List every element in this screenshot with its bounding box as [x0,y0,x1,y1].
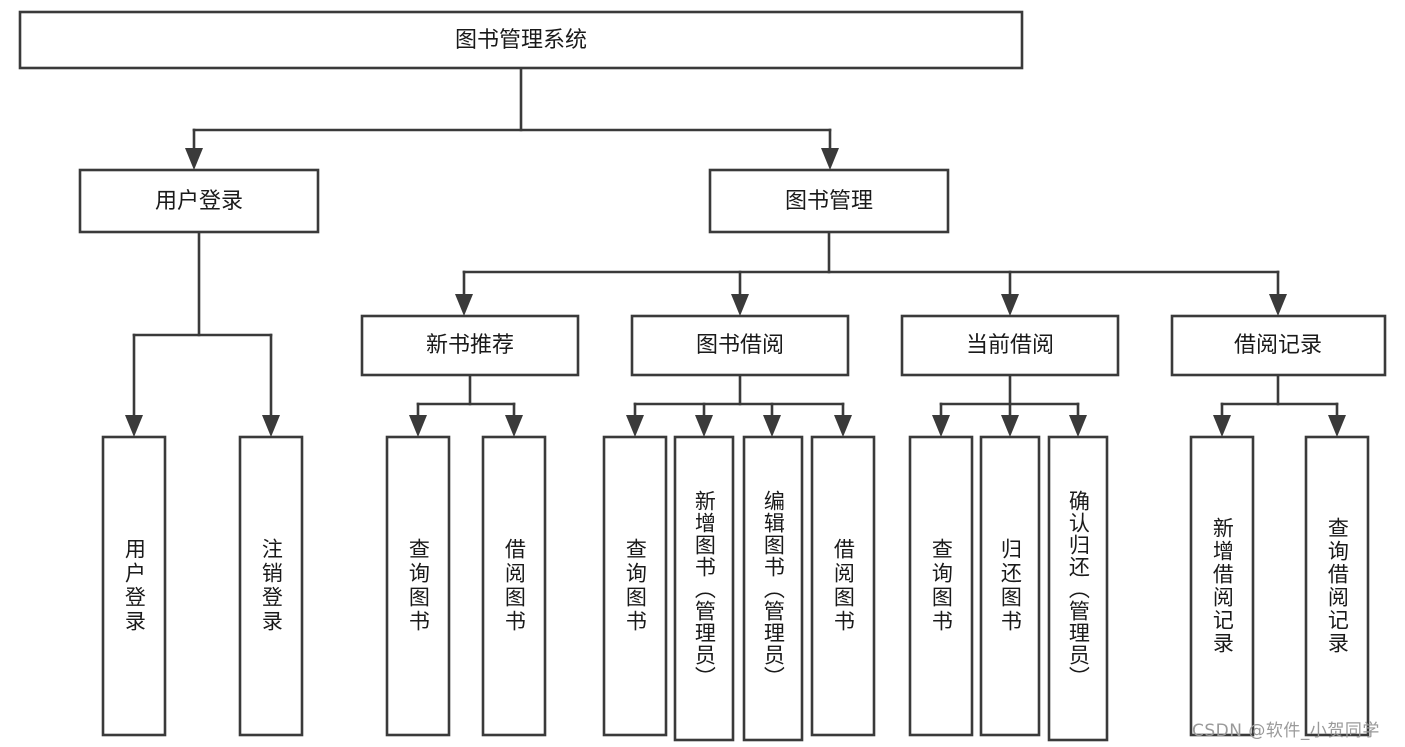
node-root-book-management-system[interactable] [18,10,1024,70]
node-book-manage-label: 图书管理 [785,189,873,214]
node-user-login-label: 用户登录 [155,189,243,214]
arrow-to-leaf-return-book [1001,415,1019,437]
node-user-login[interactable] [78,168,320,234]
connector-user-login-to-leaves [132,230,273,419]
node-root-label: 图书管理系统 [455,28,587,53]
node-leaf-borrow-book-1[interactable] [481,435,547,737]
node-leaf-query-book-1[interactable] [385,435,451,737]
node-leaf-user-login[interactable] [101,435,167,737]
arrow-to-leaf-query-book-1 [409,415,427,437]
arrow-to-book-manage [821,148,839,170]
node-leaf-add-record[interactable] [1189,435,1255,737]
node-leaf-logout-login[interactable] [238,435,304,737]
node-current-borrow-label: 当前借阅 [966,333,1054,358]
connector-book-borrow-to-leaves [633,373,845,419]
arrow-to-leaf-user-login [125,415,143,437]
node-new-book-rec[interactable] [360,314,580,377]
arrow-to-current-borrow [1001,294,1019,316]
arrow-to-leaf-borrow-book-1 [505,415,523,437]
node-new-book-rec-label: 新书推荐 [426,333,514,358]
connector-new-book-rec-to-leaves [416,373,516,419]
arrow-to-leaf-add-book [695,415,713,437]
node-leaf-query-record[interactable] [1304,435,1370,737]
arrow-to-leaf-query-book-3 [932,415,950,437]
node-leaf-query-book-3[interactable] [908,435,974,737]
node-leaf-confirm-return[interactable] [1047,435,1109,742]
node-book-manage[interactable] [708,168,950,234]
arrow-to-leaf-add-record [1213,415,1231,437]
node-leaf-query-book-2[interactable] [602,435,668,737]
arrow-to-leaf-logout-login [262,415,280,437]
node-borrow-record-label: 借阅记录 [1234,333,1322,358]
node-leaf-add-book[interactable] [673,435,735,742]
arrow-to-new-book-rec [455,294,473,316]
connector-root-to-level2 [192,66,832,152]
node-leaf-return-book[interactable] [979,435,1041,737]
arrow-to-borrow-record [1269,294,1287,316]
node-book-borrow[interactable] [630,314,850,377]
arrow-to-leaf-borrow-book-2 [834,415,852,437]
node-book-borrow-label: 图书借阅 [696,333,784,358]
connector-current-borrow-to-leaves [939,373,1080,419]
node-leaf-borrow-book-2[interactable] [810,435,876,737]
connector-borrow-record-to-leaves [1220,373,1339,419]
arrow-to-leaf-edit-book [763,415,781,437]
connector-book-manage-to-level3 [462,230,1280,298]
arrow-to-leaf-query-book-2 [626,415,644,437]
node-leaf-edit-book[interactable] [742,435,804,742]
csdn-watermark: CSDN @软件_小贺同学 [1192,721,1380,741]
arrow-to-book-borrow [731,294,749,316]
arrow-to-user-login [185,148,203,170]
node-current-borrow[interactable] [900,314,1120,377]
node-borrow-record[interactable] [1170,314,1387,377]
arrow-to-leaf-confirm-return [1069,415,1087,437]
arrow-to-leaf-query-record [1328,415,1346,437]
